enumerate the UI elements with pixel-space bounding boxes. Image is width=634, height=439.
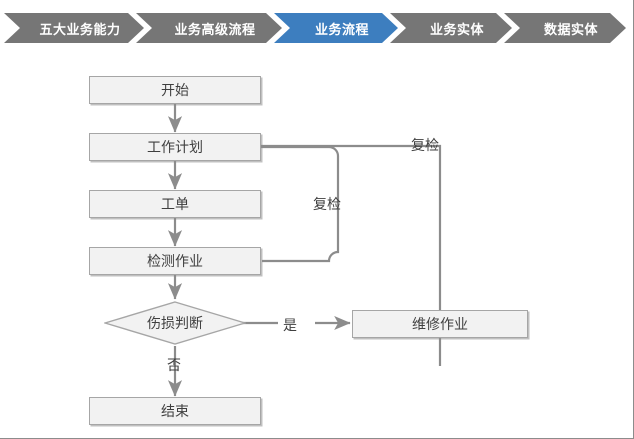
breadcrumb-item-5-label: 数据实体 (543, 21, 598, 37)
flowchart-connectors (167, 104, 442, 397)
breadcrumb-item-2[interactable]: 业务高级流程 (136, 13, 282, 43)
flow-node-repair[interactable]: 维修作业 (352, 310, 528, 338)
flow-node-start[interactable]: 开始 (89, 76, 261, 104)
edge-label-recheck-outer: 复检 (411, 137, 439, 153)
flow-node-end[interactable]: 结束 (89, 397, 261, 425)
flow-node-inspection-label: 检测作业 (147, 253, 203, 269)
flow-node-workorder-label: 工单 (161, 196, 189, 212)
edge-label-yes: 是 (283, 317, 297, 333)
breadcrumb-item-4[interactable]: 业务实体 (390, 13, 512, 43)
flow-node-start-label: 开始 (161, 82, 189, 98)
flow-node-repair-label: 维修作业 (412, 316, 468, 332)
breadcrumb-item-3[interactable]: 业务流程 (274, 13, 398, 43)
flow-node-decision-label: 伤损判断 (147, 315, 203, 331)
flow-node-workorder[interactable]: 工单 (89, 190, 261, 218)
breadcrumb-item-3-label: 业务流程 (314, 21, 369, 37)
flow-node-plan-label: 工作计划 (147, 139, 203, 155)
breadcrumb: 五大业务能力 业务高级流程 业务流程 业务实体 数据实体 (0, 0, 634, 56)
edge-label-no: 否 (167, 357, 181, 373)
diamond-shape (104, 301, 246, 345)
breadcrumb-item-2-label: 业务高级流程 (174, 21, 256, 37)
flowchart: 开始 工作计划 工单 检测作业 伤损判断 维修作业 结束 复检 复检 是 否 (0, 56, 634, 439)
flow-node-inspection[interactable]: 检测作业 (89, 247, 261, 275)
breadcrumb-item-5[interactable]: 数据实体 (504, 13, 626, 43)
breadcrumb-item-1-label: 五大业务能力 (39, 21, 121, 37)
breadcrumb-item-1[interactable]: 五大业务能力 (4, 13, 144, 43)
edge-label-recheck-inner: 复检 (313, 196, 341, 212)
breadcrumb-item-4-label: 业务实体 (429, 21, 484, 37)
flow-node-plan[interactable]: 工作计划 (89, 133, 261, 161)
flow-node-decision[interactable]: 伤损判断 (104, 301, 246, 345)
flow-node-end-label: 结束 (161, 403, 189, 419)
